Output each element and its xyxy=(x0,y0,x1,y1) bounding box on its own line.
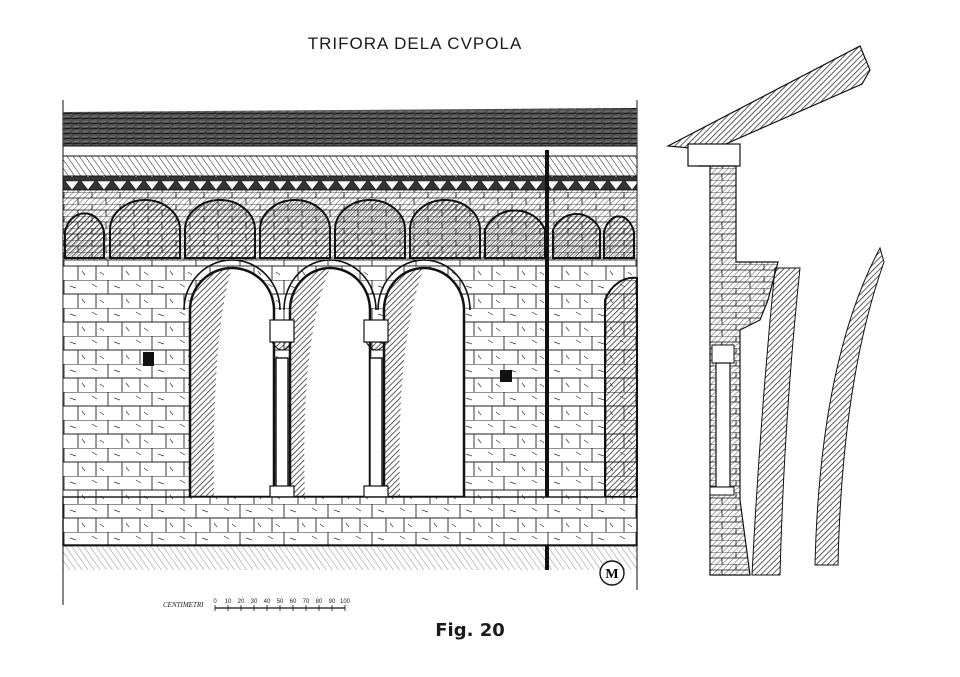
scale-tick-label: 60 xyxy=(290,599,297,605)
scale-tick-label: 90 xyxy=(329,599,336,605)
column-base xyxy=(363,485,389,498)
section-column-shaft xyxy=(715,362,731,488)
blind-arches xyxy=(64,199,635,259)
scale-tick-label: 0 xyxy=(213,599,217,605)
scale-bar: 0 10 20 30 40 50 60 70 80 90 100 xyxy=(213,599,351,611)
monogram-letter: M xyxy=(605,567,618,582)
section-capital xyxy=(711,344,735,364)
section-column-base xyxy=(709,486,735,496)
putlog-hole xyxy=(500,370,512,382)
column-base xyxy=(269,485,295,498)
arch-voussoirs xyxy=(183,259,471,311)
scale-label: CENTIMETRI xyxy=(163,601,204,609)
window-sill xyxy=(62,496,638,546)
column-shaft xyxy=(275,357,289,489)
wall-base xyxy=(63,545,637,570)
section-view xyxy=(665,45,885,576)
trifora-openings xyxy=(188,266,638,499)
cornice-band xyxy=(62,155,638,177)
scale-tick-label: 30 xyxy=(251,599,258,605)
drawing-title: TRIFORA DELA CVPOLA xyxy=(307,34,523,53)
columns xyxy=(269,319,389,498)
roof-section xyxy=(665,45,871,151)
dome-shell-outer xyxy=(814,246,885,566)
column-shaft xyxy=(369,357,383,489)
scale-tick-label: 40 xyxy=(264,599,271,605)
scale-tick-label: 80 xyxy=(316,599,323,605)
scale-tick-label: 50 xyxy=(277,599,284,605)
monogram-seal xyxy=(599,560,625,586)
column-capital xyxy=(363,319,389,343)
scale-tick-label: 10 xyxy=(225,599,232,605)
putlog-hole xyxy=(143,352,154,366)
roof-tiles xyxy=(63,108,637,150)
dentil-frieze xyxy=(62,175,638,191)
scale-tick-label: 100 xyxy=(340,599,351,605)
figure-caption: Fig. 20 xyxy=(435,620,505,641)
cornice xyxy=(62,145,638,157)
dome-shell-inner xyxy=(751,267,801,576)
scale-tick-label: 20 xyxy=(238,599,245,605)
elevation-view: M xyxy=(62,100,638,605)
cornice-section xyxy=(687,143,741,167)
column-capital xyxy=(269,319,295,343)
pilaster-edge xyxy=(545,150,549,570)
scale-tick-label: 70 xyxy=(303,599,310,605)
